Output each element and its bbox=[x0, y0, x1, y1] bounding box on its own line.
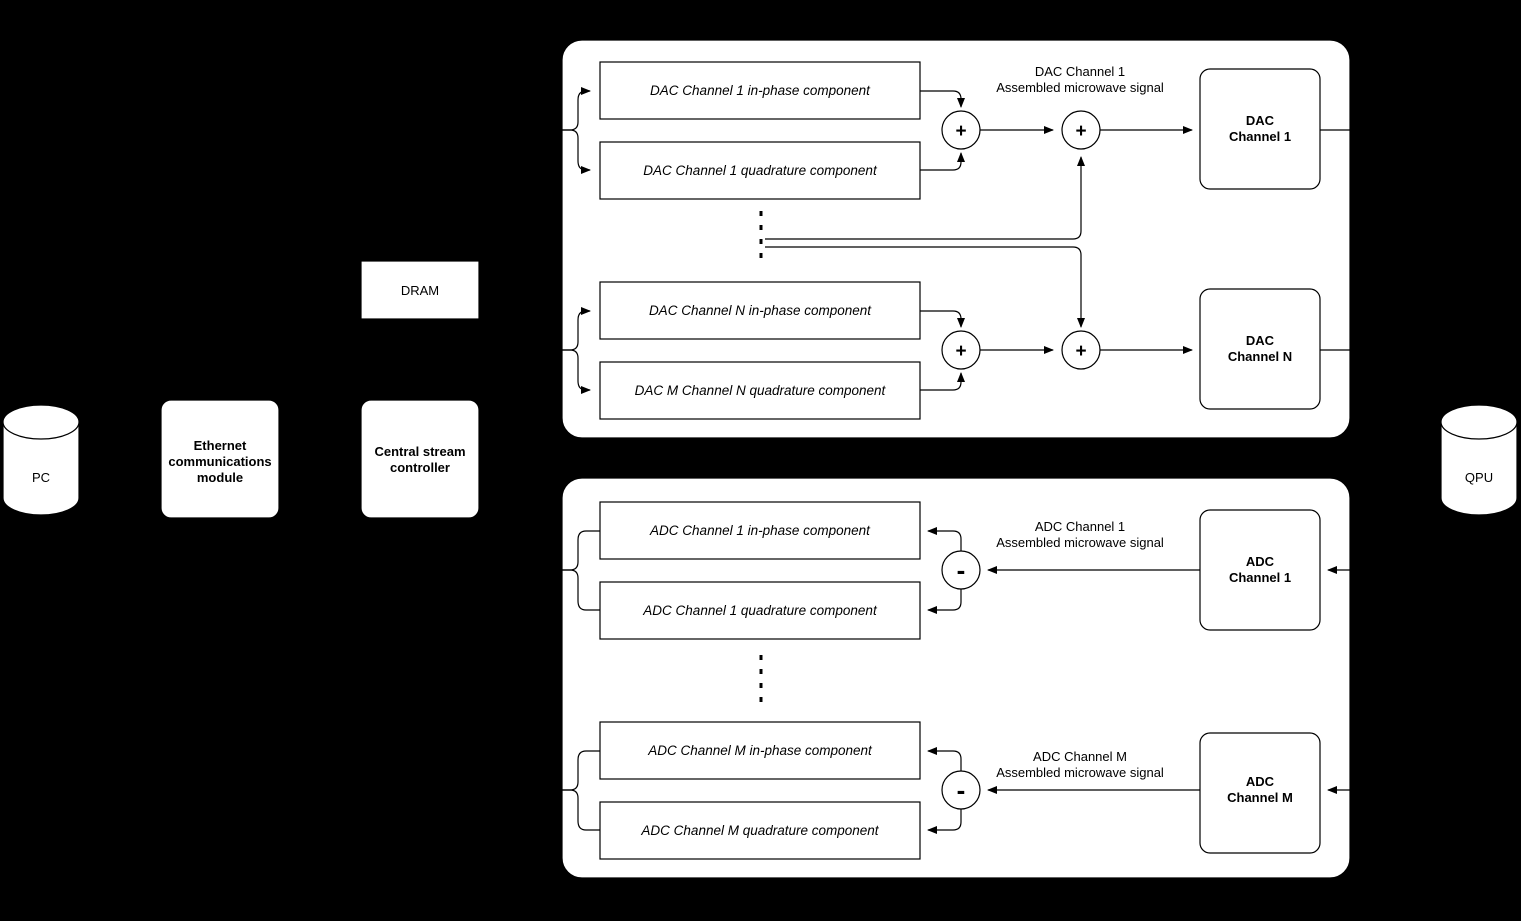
qpu-cylinder bbox=[1440, 404, 1518, 516]
adc1-splitter bbox=[941, 550, 981, 590]
dac1-input-splitter bbox=[562, 87, 591, 174]
adc1-output-merge bbox=[562, 530, 600, 611]
adc-channel-m-box bbox=[1199, 732, 1321, 854]
dram-box bbox=[360, 260, 480, 320]
dacN-summer-2 bbox=[1061, 330, 1101, 370]
adcM-split-outputs bbox=[927, 747, 962, 834]
adc-channel-1-box bbox=[1199, 509, 1321, 631]
dac-channel-n-box bbox=[1199, 288, 1321, 410]
dacN-inphase-box bbox=[599, 281, 921, 340]
adcM-inphase-box bbox=[599, 721, 921, 780]
central-stream-controller-box bbox=[360, 399, 480, 519]
dacN-summer-1 bbox=[941, 330, 981, 370]
dacN-quadrature-box bbox=[599, 361, 921, 420]
ethernet-module-box bbox=[160, 399, 280, 519]
dac1-inphase-box bbox=[599, 61, 921, 120]
dac1-summer-2 bbox=[1061, 110, 1101, 150]
dac-channel-1-box bbox=[1199, 68, 1321, 190]
adc1-inphase-box bbox=[599, 501, 921, 560]
adcM-quadrature-box bbox=[599, 801, 921, 860]
adcM-output-merge bbox=[562, 750, 600, 831]
adc1-quadrature-box bbox=[599, 581, 921, 640]
pc-cylinder bbox=[2, 404, 80, 516]
dac1-summer-1 bbox=[941, 110, 981, 150]
dac1-sum-inputs bbox=[920, 90, 965, 171]
dac-crosscoupling-lines bbox=[765, 156, 1085, 328]
dac1-quadrature-box bbox=[599, 141, 921, 200]
adcM-splitter bbox=[941, 770, 981, 810]
adc1-split-outputs bbox=[927, 527, 962, 614]
dacN-input-splitter bbox=[562, 307, 591, 394]
dacN-sum-inputs bbox=[920, 310, 965, 391]
